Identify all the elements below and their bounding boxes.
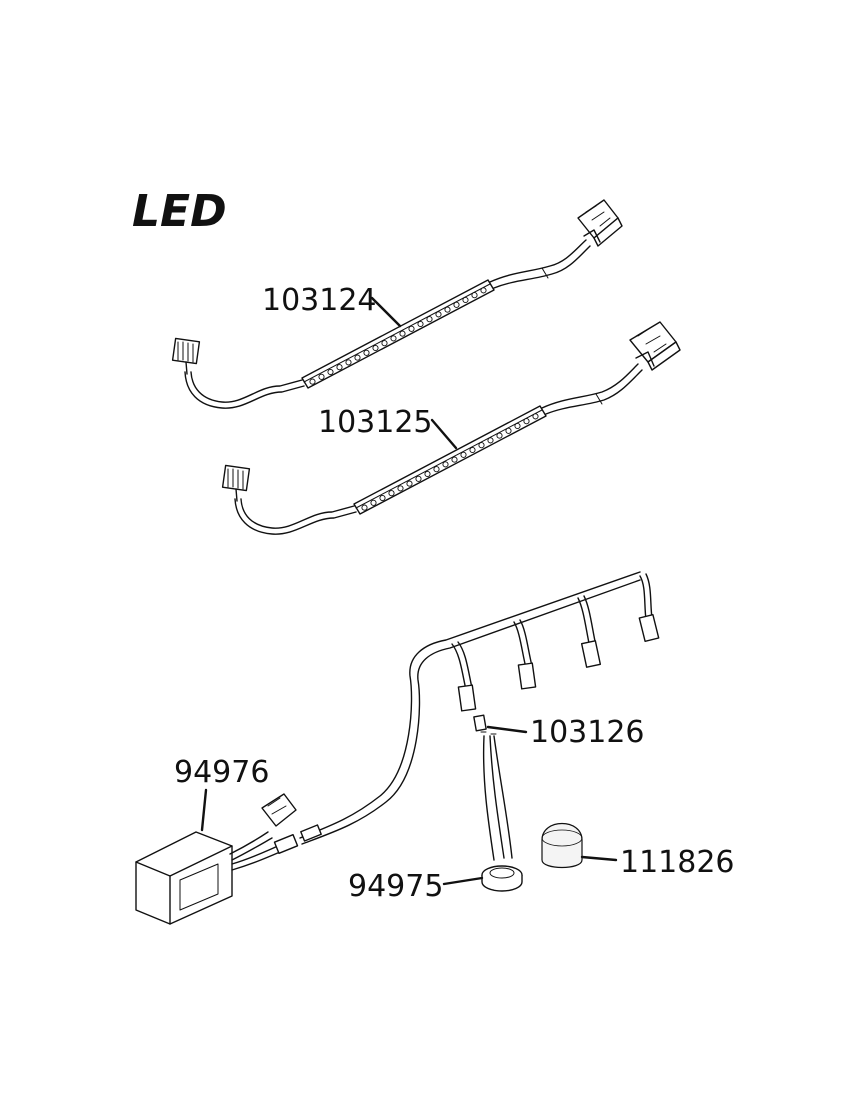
connector-plug (473, 714, 487, 732)
led-chip (390, 335, 397, 342)
led-chip (345, 359, 352, 366)
led-chip (372, 344, 379, 352)
led-chip (442, 461, 449, 468)
diagram-title: LED (132, 186, 227, 237)
strip-1-right-connector (577, 199, 623, 247)
led-chip (406, 480, 413, 487)
led-chip (354, 354, 361, 361)
led-chip (471, 292, 478, 299)
led-chip (363, 349, 370, 356)
wiring-harness (299, 571, 660, 845)
label-94976: 94976 (174, 755, 269, 790)
branch-plug (580, 640, 602, 668)
led-chip (426, 316, 433, 323)
branch-plug (638, 613, 660, 643)
strip-2-left-connector (221, 464, 251, 502)
branch-plug (457, 684, 477, 712)
label-94975: 94975 (348, 869, 443, 904)
led-chip (381, 340, 388, 347)
led-chip (379, 494, 386, 502)
led-chip (336, 364, 343, 371)
led-chip (523, 418, 530, 425)
leader-lines (200, 296, 618, 886)
strip-2-right-connector (629, 321, 681, 371)
led-strip-1 (171, 199, 623, 409)
label-111826: 111826 (620, 845, 735, 880)
label-103126: 103126 (530, 715, 645, 750)
led-chip (435, 311, 442, 318)
led-chip (399, 330, 406, 337)
diffuser-cap (541, 822, 583, 869)
label-103124: 103124 (262, 283, 377, 318)
driver-box (135, 793, 299, 925)
led-chip (444, 306, 451, 313)
led-chip (327, 368, 334, 376)
led-chip (415, 475, 422, 482)
led-chip (453, 301, 460, 308)
led-chip (397, 485, 404, 492)
led-chip (478, 442, 485, 449)
led-chip (496, 432, 503, 439)
led-chip (451, 456, 458, 463)
led-strip-2 (221, 321, 681, 535)
led-chip (460, 451, 467, 458)
led-chip (318, 373, 325, 380)
led-chip (433, 466, 440, 473)
led-chip (417, 320, 424, 328)
led-chip (480, 287, 487, 294)
puck-light (480, 731, 523, 892)
led-chip (388, 490, 395, 497)
led-chip (370, 499, 377, 506)
led-chip (424, 470, 431, 478)
led-chip (505, 427, 512, 434)
led-chip (469, 446, 476, 454)
branch-plug (517, 662, 537, 690)
strip-1-led-chips (309, 287, 487, 385)
led-chip (514, 422, 521, 430)
led-chip (532, 413, 539, 420)
led-chip (408, 325, 415, 332)
label-103125: 103125 (318, 405, 433, 440)
led-chip (462, 296, 469, 304)
led-chip (309, 378, 316, 385)
strip-1-left-connector (171, 337, 201, 375)
strip-2-led-chips (361, 413, 539, 511)
led-chip (361, 504, 368, 511)
led-chip (487, 437, 494, 444)
